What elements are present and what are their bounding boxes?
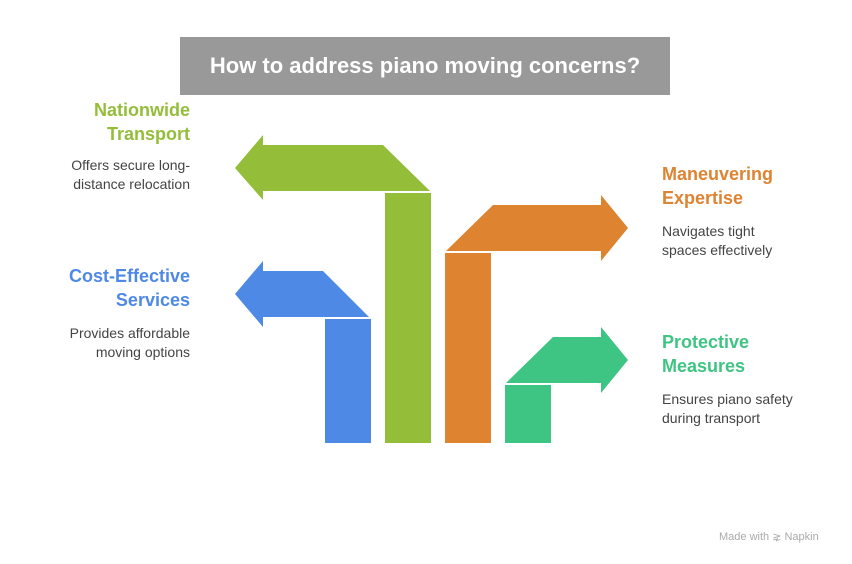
desc-line: Offers secure long- (71, 157, 190, 173)
desc-line: spaces effectively (662, 242, 773, 258)
nationwide-bar (385, 193, 431, 443)
desc-line: Navigates tight (662, 223, 755, 239)
heading-line: Maneuvering (662, 164, 774, 184)
nationwide-arrow (235, 135, 430, 200)
maneuvering-desc: Navigates tight spaces effectively (662, 222, 852, 260)
desc-line: distance relocation (73, 176, 190, 192)
cost-desc: Provides affordable moving options (0, 324, 190, 362)
title: How to address piano moving concerns? (180, 37, 670, 95)
maneuvering-bar (445, 253, 491, 443)
desc-line: moving options (95, 344, 190, 360)
heading-line: Nationwide (93, 100, 190, 120)
protective-bar (505, 385, 551, 443)
desc-line: Ensures piano safety (662, 391, 793, 407)
cost-arrow (235, 261, 369, 327)
heading-line: Transport (106, 124, 190, 144)
heading-line: Measures (662, 356, 746, 376)
heading-line: Services (115, 290, 190, 310)
protective-arrow (506, 327, 628, 393)
heading-line: Expertise (662, 188, 744, 208)
cost-bar (325, 319, 371, 443)
maneuvering-arrow (446, 195, 628, 261)
heading-line: Protective (662, 332, 750, 352)
watermark: Made with ⋧ Napkin (719, 531, 819, 543)
nationwide-desc: Offers secure long-distance relocation (0, 156, 190, 194)
desc-line: Provides affordable (69, 325, 190, 341)
heading-line: Cost-Effective (68, 266, 190, 286)
protective-desc: Ensures piano safety during transport (662, 390, 852, 428)
desc-line: during transport (662, 410, 761, 426)
